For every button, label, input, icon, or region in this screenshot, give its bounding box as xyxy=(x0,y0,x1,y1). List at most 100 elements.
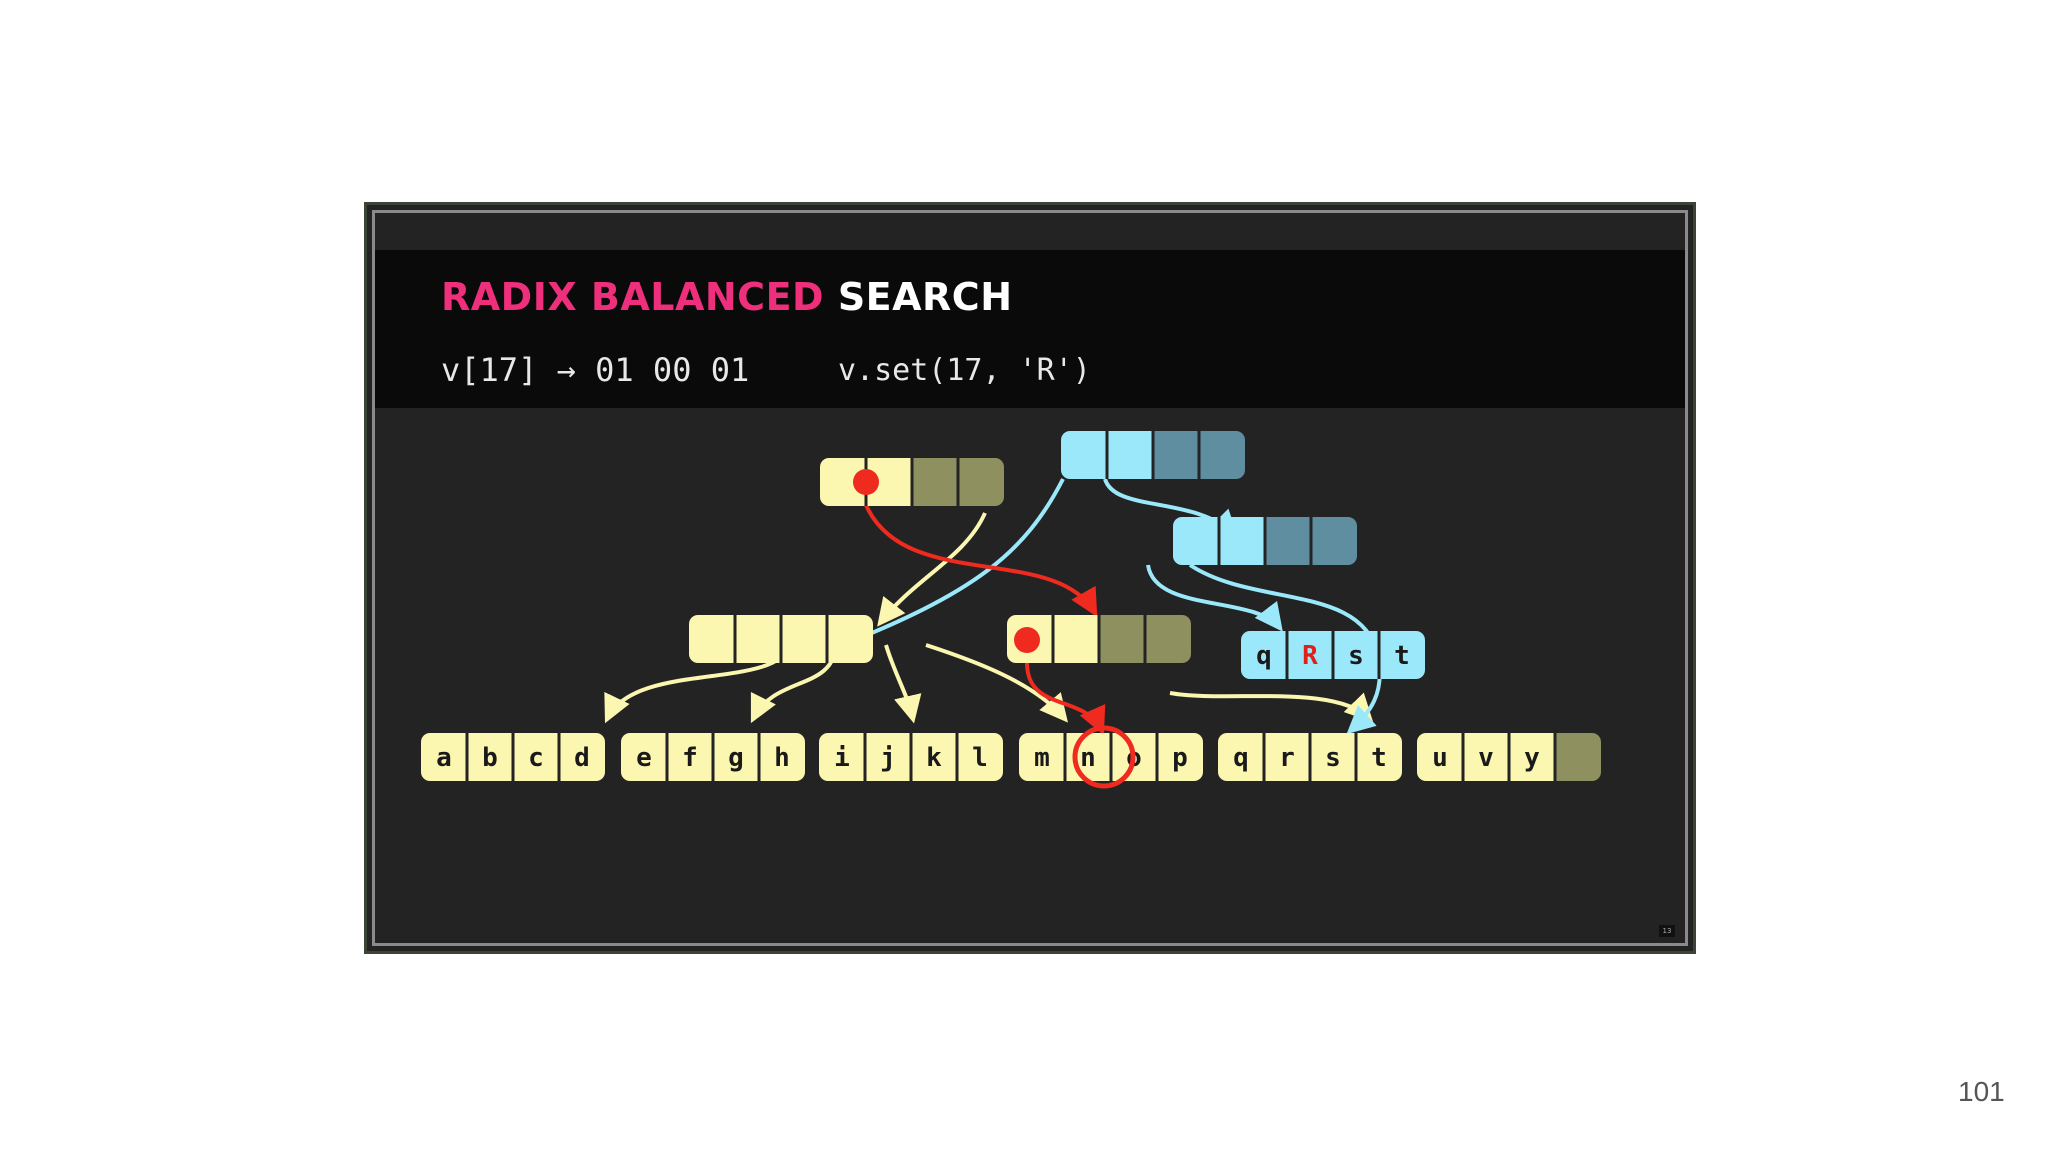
edge-inner-a-to-leaf-3 xyxy=(925,643,1068,723)
leaf-0-letter: d xyxy=(574,743,590,773)
new-inner-cell xyxy=(1265,517,1311,565)
leaf-4-cell xyxy=(1264,733,1310,781)
edge-inner-b-to-leaf-5 xyxy=(1169,691,1374,723)
leaf-5-cell xyxy=(1509,733,1555,781)
edge-search-inner-b-to-leaf-4 xyxy=(1024,659,1106,736)
old-inner-b-cell xyxy=(1099,615,1145,663)
leaf-2-letter: k xyxy=(926,743,942,773)
leaf-5-letter: v xyxy=(1478,743,1494,773)
leaf-0-letter: c xyxy=(528,743,544,773)
leaf-3-cell xyxy=(1019,733,1065,781)
leaf-0-letter: b xyxy=(482,743,498,773)
search-path-edges xyxy=(864,504,1106,736)
leaf-4-letter: q xyxy=(1233,743,1249,773)
old-inner-node-b xyxy=(1007,615,1191,663)
new-leaf-letter: R xyxy=(1302,641,1318,671)
edge-new-root-to-inner-a xyxy=(830,478,1065,653)
search-dot-root xyxy=(853,469,879,495)
old-inner-a-cell xyxy=(827,615,873,663)
edge-inner-a-to-leaf-2 xyxy=(884,644,922,724)
new-root-node xyxy=(1061,431,1245,479)
old-inner-node-a xyxy=(689,615,873,663)
old-inner-a-cell xyxy=(781,615,827,663)
set-call-expression: v.set(17, 'R') xyxy=(838,353,1091,388)
index-expression: v[17] → 01 00 01 xyxy=(441,351,750,389)
leaf-5-cell xyxy=(1417,733,1463,781)
edge-root-to-inner-a xyxy=(877,512,987,627)
leaf-1-cell xyxy=(621,733,667,781)
target-element-highlight xyxy=(1072,725,1136,789)
leaf-1-cell xyxy=(667,733,713,781)
leaf-4-cell xyxy=(1218,733,1264,781)
old-inner-a-cell xyxy=(689,615,735,663)
leaf-2-cell xyxy=(911,733,957,781)
leaf-4-letter: r xyxy=(1279,743,1295,773)
header-band xyxy=(375,250,1685,408)
leaf-5-letter: y xyxy=(1524,743,1540,773)
new-root-cell xyxy=(1153,431,1199,479)
leaf-0-cell xyxy=(513,733,559,781)
leaf-4-letter: t xyxy=(1371,743,1387,773)
new-inner-node xyxy=(1173,517,1357,565)
leaf-0-cell xyxy=(467,733,513,781)
old-inner-b-cell xyxy=(1053,615,1099,663)
old-inner-a-cell xyxy=(735,615,781,663)
leaf-4-cell xyxy=(1310,733,1356,781)
old-root-cell xyxy=(912,458,958,506)
new-leaf-letter: t xyxy=(1394,641,1410,671)
edge-new-inner-to-new-leaf xyxy=(1146,564,1283,632)
leaf-1-cell xyxy=(713,733,759,781)
leaf-3-letter: p xyxy=(1172,743,1188,773)
new-root-cell xyxy=(1061,431,1107,479)
new-leaf-cell xyxy=(1333,631,1379,679)
new-leaf-cell xyxy=(1241,631,1287,679)
new-path-edges xyxy=(830,478,1382,735)
leaf-3-letter: n xyxy=(1080,743,1096,773)
new-leaf-letter: q xyxy=(1256,641,1272,671)
leaf-2-letter: j xyxy=(880,743,896,773)
leaf-2-cell xyxy=(819,733,865,781)
old-inner-b-cell xyxy=(1145,615,1191,663)
new-inner-cell xyxy=(1173,517,1219,565)
leaf-1-letter: e xyxy=(636,743,652,773)
leaf-5-cell xyxy=(1555,733,1601,781)
leaf-5-letter: u xyxy=(1432,743,1448,773)
leaf-4-cell xyxy=(1356,733,1402,781)
page-number: 101 xyxy=(1958,1076,2005,1107)
title-accent: RADIX BALANCED xyxy=(441,275,825,319)
leaf-1-letter: f xyxy=(682,743,698,773)
leaf-2-letter: i xyxy=(834,743,850,773)
slide-title: RADIX BALANCED SEARCH xyxy=(441,275,1013,319)
new-root-cell xyxy=(1199,431,1245,479)
new-inner-cell xyxy=(1219,517,1265,565)
old-root-cell xyxy=(958,458,1004,506)
leaf-0-cell xyxy=(421,733,467,781)
new-root-cell xyxy=(1107,431,1153,479)
leaf-2-cell xyxy=(957,733,1003,781)
leaf-3-cell xyxy=(1157,733,1203,781)
leaf-1-letter: g xyxy=(728,743,744,773)
new-leaf-cell xyxy=(1379,631,1425,679)
leaf-1-letter: h xyxy=(774,743,790,773)
title-rest: SEARCH xyxy=(837,275,1013,319)
leaf-5-cell xyxy=(1463,733,1509,781)
leaf-3-letter: m xyxy=(1034,743,1050,773)
search-dot-inner-b xyxy=(1014,627,1040,653)
slide: RADIX BALANCED SEARCH v[17] → 01 00 01 v… xyxy=(364,202,1696,954)
leaf-1-cell xyxy=(759,733,805,781)
new-leaf-letter: s xyxy=(1348,641,1364,671)
edge-search-root-to-inner-b xyxy=(864,504,1098,618)
new-leaf-cell xyxy=(1287,631,1333,679)
leaf-0-cell xyxy=(559,733,605,781)
old-root-node xyxy=(820,458,1004,506)
slide-content: RADIX BALANCED SEARCH v[17] → 01 00 01 v… xyxy=(372,210,1688,946)
